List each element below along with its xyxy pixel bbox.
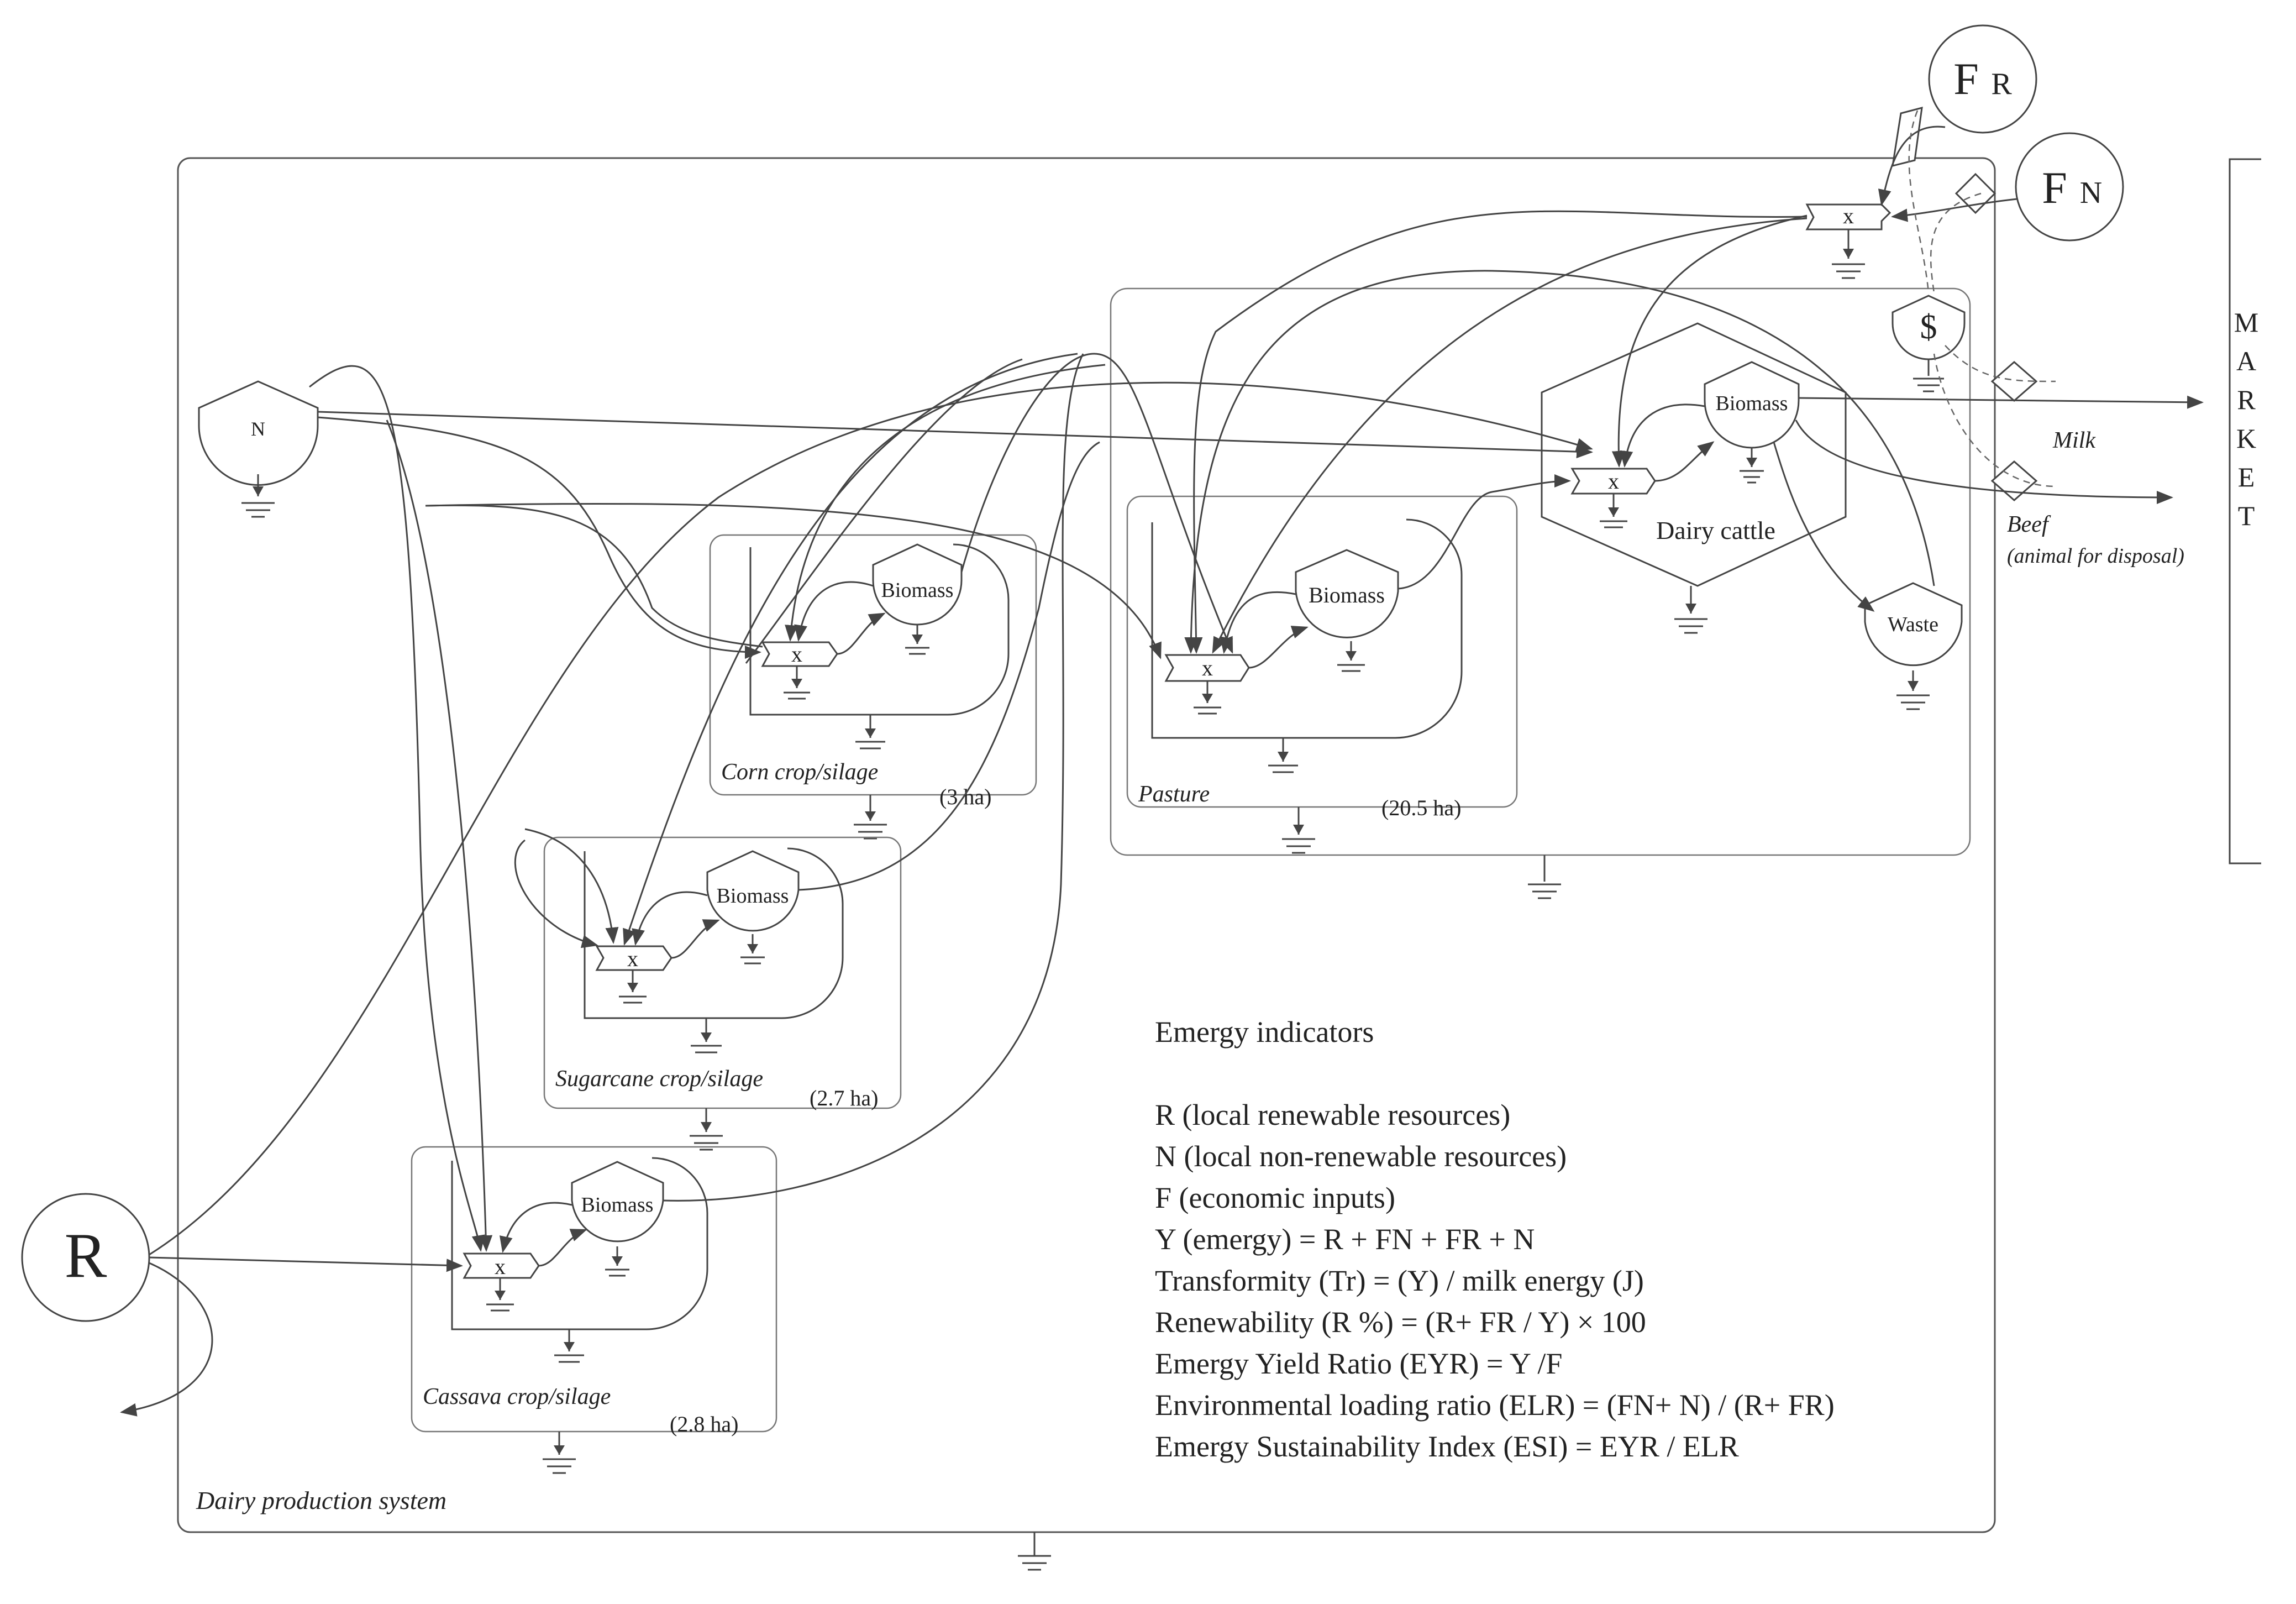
biomass-label: Biomass (581, 1193, 654, 1217)
source-fr: F R (1928, 24, 2037, 134)
indicators-title: Emergy indicators (1155, 1015, 1374, 1049)
pasture-subsystem: Pasture (20.5 ha) Biomass x (1126, 495, 1518, 854)
indicator-line: Emergy Yield Ratio (EYR) = Y /F (1155, 1347, 1562, 1380)
indicator-line: Y (emergy) = R + FN + FR + N (1155, 1223, 1535, 1256)
biomass-label: Biomass (717, 884, 789, 908)
source-fr-label: F (1953, 54, 1979, 104)
cassava-subsystem: Cassava crop/silage (2.8 ha) Biomass x (411, 1146, 777, 1474)
milk-output-label: Milk (2052, 428, 2096, 453)
system-label: Dairy production system (196, 1486, 446, 1514)
indicator-line: Transformity (Tr) = (Y) / milk energy (J… (1155, 1264, 1644, 1297)
source-fn-label: F (2042, 163, 2067, 213)
system-ground-icon (1018, 1532, 1051, 1571)
multiplier-label: x (495, 1254, 506, 1279)
multiplier-label: x (627, 946, 638, 971)
multiplier-label: x (791, 642, 802, 667)
emergy-indicators-panel: Emergy indicators R (local renewable res… (1155, 1015, 1835, 1463)
livestock-boundary (1110, 287, 1971, 856)
waste-label: Waste (1888, 613, 1938, 636)
market-letter: E (2238, 462, 2255, 492)
indicator-line: Environmental loading ratio (ELR) = (FN+… (1155, 1388, 1835, 1422)
indicator-line: R (local renewable resources) (1155, 1098, 1510, 1131)
source-r: R (21, 1193, 150, 1322)
multiplier-label: x (1843, 203, 1854, 228)
market-letter: K (2236, 423, 2256, 454)
multiplier-label: x (1608, 469, 1619, 494)
beef-output-label: Beef (2007, 512, 2051, 537)
source-fn-sub: N (2080, 176, 2102, 210)
energy-flow-lines (120, 110, 2204, 1417)
source-r-label: R (65, 1220, 107, 1291)
livestock-ground-icon (1528, 855, 1561, 899)
storage-n: N (198, 380, 319, 518)
biomass-label: Biomass (1716, 392, 1788, 415)
sugarcane-area: (2.7 ha) (810, 1086, 878, 1110)
pasture-area: (20.5 ha) (1381, 795, 1461, 820)
beef-output-note: (animal for disposal) (2007, 544, 2184, 568)
money-storage-icon: $ (1892, 295, 1966, 392)
dairy-multiplier: x (1570, 468, 1656, 528)
corn-label: Corn crop/silage (721, 759, 878, 785)
indicator-line: Renewability (R %) = (R+ FR / Y) × 100 (1155, 1306, 1646, 1339)
sugarcane-label: Sugarcane crop/silage (555, 1066, 763, 1092)
market-letter: A (2236, 345, 2256, 376)
market-letter: T (2238, 500, 2255, 531)
biomass-label: Biomass (1309, 583, 1385, 607)
corn-area: (3 ha) (939, 784, 991, 809)
indicator-line: F (economic inputs) (1155, 1181, 1395, 1214)
market-label: M A R K E T (2234, 307, 2258, 531)
source-fn: F N (2015, 132, 2124, 242)
market-letter: R (2237, 384, 2256, 415)
cassava-area: (2.8 ha) (670, 1412, 738, 1437)
indicator-line: N (local non-renewable resources) (1155, 1140, 1567, 1173)
pasture-label: Pasture (1138, 782, 1210, 807)
corn-subsystem: Corn crop/silage (3 ha) Biomass x (709, 534, 1037, 840)
market-letter: M (2234, 307, 2258, 338)
waste-storage: Waste (1864, 582, 1963, 710)
biomass-label: Biomass (881, 579, 954, 602)
source-fr-sub: R (1991, 67, 2012, 101)
economic-input-multiplier: x (1805, 203, 1892, 279)
money-label: $ (1920, 308, 1937, 346)
multiplier-label: x (1202, 656, 1213, 680)
dairy-biomass-storage: Biomass (1704, 361, 1800, 484)
system-boundary (177, 157, 1996, 1533)
indicator-line: Emergy Sustainability Index (ESI) = EYR … (1155, 1430, 1739, 1463)
cassava-label: Cassava crop/silage (423, 1384, 611, 1409)
market-bracket (2229, 158, 2261, 864)
sugarcane-subsystem: Sugarcane crop/silage (2.7 ha) Biomass x (543, 836, 902, 1151)
storage-n-label: N (251, 418, 265, 440)
dairy-cattle-label: Dairy cattle (1656, 516, 1775, 544)
